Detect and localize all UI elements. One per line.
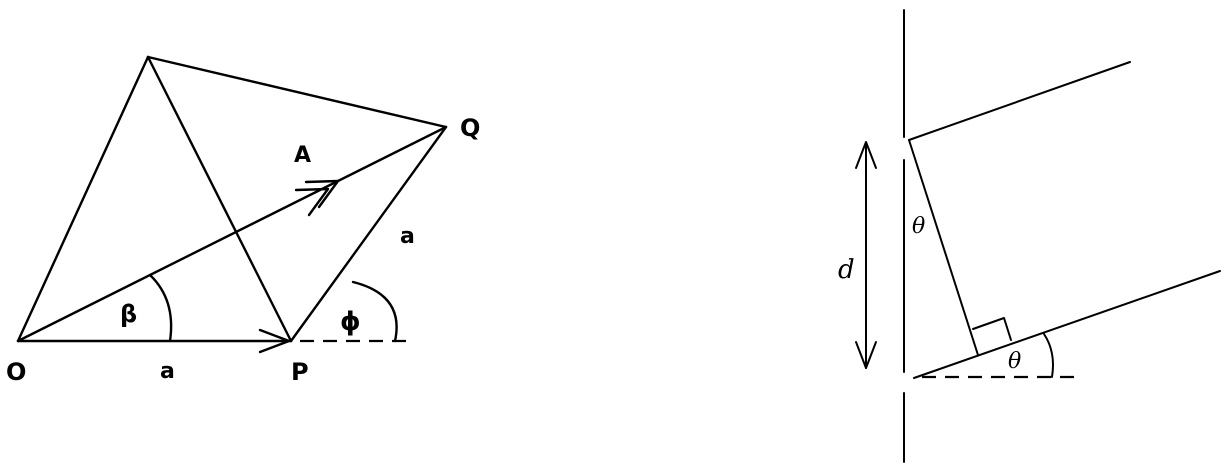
vector-OP-arrowhead xyxy=(258,328,291,354)
right-angle-marker xyxy=(972,317,1012,341)
angle-arc-theta-bottom xyxy=(1043,333,1054,378)
edge-T-Q xyxy=(146,55,448,129)
angle-arc-phi xyxy=(351,280,398,343)
label-A: A xyxy=(294,143,311,168)
edge-T-P xyxy=(146,55,293,343)
label-Q: Q xyxy=(460,114,480,142)
vector-OQ-arrowhead-double xyxy=(294,187,330,217)
d-arrow-head-down xyxy=(855,341,877,369)
label-beta: β xyxy=(120,300,137,328)
perpendicular-leg xyxy=(908,139,979,356)
label-P: P xyxy=(291,358,309,386)
label-a-side: a xyxy=(400,224,415,249)
vector-triangle-figure: O P Q A a a β ϕ xyxy=(6,55,480,386)
label-phi: ϕ xyxy=(340,307,361,337)
label-d: d xyxy=(838,255,855,285)
slab-geometry-figure: d θ θ xyxy=(838,9,1221,463)
vector-OQ-arrowhead xyxy=(304,179,340,209)
vector-OQ-line xyxy=(16,125,448,343)
upper-slab-edge xyxy=(908,61,1131,141)
lower-slab-edge xyxy=(913,270,1221,379)
d-arrow-head-up xyxy=(855,141,877,169)
label-O: O xyxy=(6,358,26,386)
label-theta-bottom: θ xyxy=(1008,349,1021,374)
edge-O-T xyxy=(16,55,150,343)
label-a-bottom: a xyxy=(160,359,175,384)
edge-P-Q xyxy=(289,125,448,343)
label-theta-top: θ xyxy=(912,214,925,239)
angle-arc-beta xyxy=(148,273,173,343)
